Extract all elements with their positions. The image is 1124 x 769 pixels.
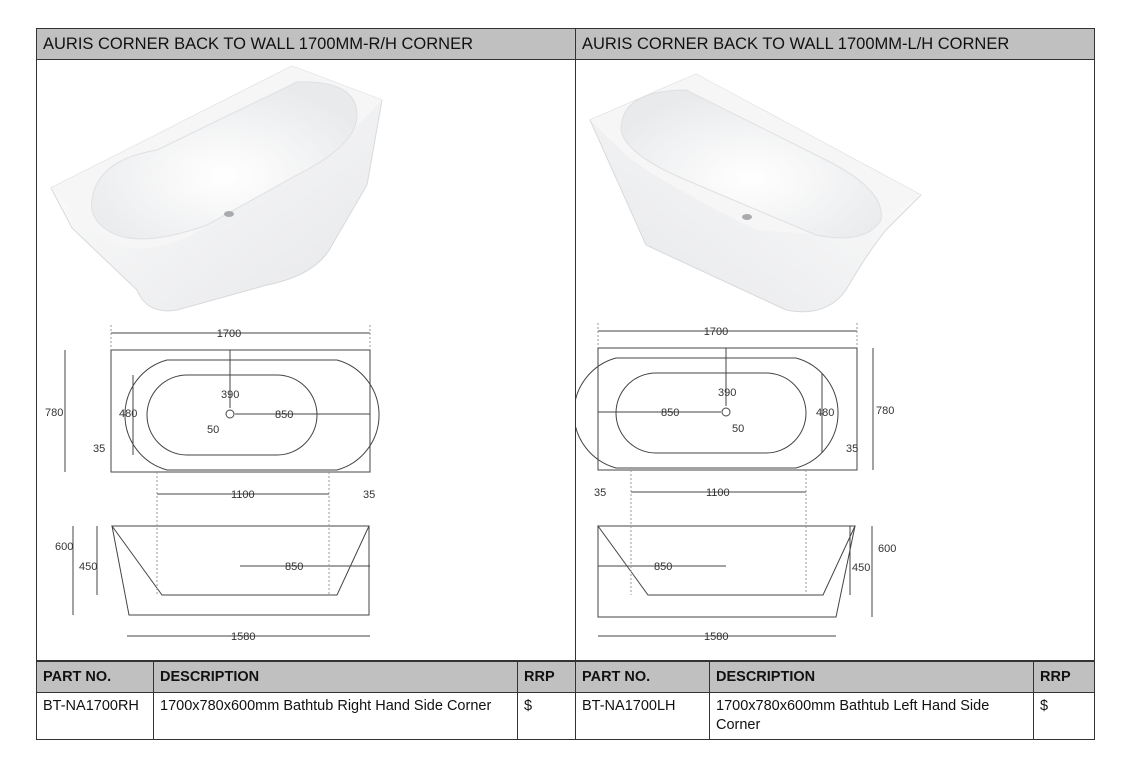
dim-height: 600 [878, 543, 896, 555]
dim-inner-length: 1100 [706, 487, 730, 499]
dim-width: 780 [45, 407, 63, 419]
header-part-no: PART NO. [36, 661, 154, 693]
dim-drain-to-end: 850 [275, 409, 293, 421]
dim-rim-right: 35 [846, 443, 858, 455]
dim-drain-offset: 390 [718, 387, 736, 399]
dim-inner-width: 480 [119, 408, 137, 420]
header-description: DESCRIPTION [153, 661, 518, 693]
rrp-rh: $ [517, 692, 576, 740]
dim-base-length: 1580 [231, 631, 255, 643]
table-row: BT-NA1700RH 1700x780x600mm Bathtub Right… [36, 692, 1095, 740]
dim-inner-length: 1100 [231, 489, 255, 501]
rrp-lh: $ [1033, 692, 1095, 740]
part-no-lh: BT-NA1700LH [575, 692, 710, 740]
description-lh: 1700x780x600mm Bathtub Left Hand Side Co… [709, 692, 1034, 740]
dim-height: 600 [55, 541, 73, 553]
header-rrp: RRP [517, 661, 576, 693]
dim-inner-width: 480 [816, 407, 834, 419]
dim-drain-offset: 390 [221, 389, 239, 401]
dim-rim-right: 35 [363, 489, 375, 501]
dim-rim-left: 35 [594, 487, 606, 499]
product-title-rh: AURIS CORNER BACK TO WALL 1700MM-R/H COR… [36, 28, 576, 60]
dim-drain-to-end: 850 [661, 407, 679, 419]
parts-header-row: PART NO. DESCRIPTION RRP PART NO. DESCRI… [36, 661, 1095, 693]
bathtub-drawing-lh: 1700 780 480 390 850 50 35 35 1100 600 4… [576, 323, 896, 643]
dim-base-length: 1580 [704, 631, 728, 643]
dim-inner-depth: 450 [79, 561, 97, 573]
parts-table: PART NO. DESCRIPTION RRP PART NO. DESCRI… [36, 661, 1095, 740]
dim-drain-dia: 50 [732, 423, 744, 435]
product-title-lh: AURIS CORNER BACK TO WALL 1700MM-L/H COR… [575, 28, 1095, 60]
dim-rim-left: 35 [93, 443, 105, 455]
header-part-no: PART NO. [575, 661, 710, 693]
description-rh: 1700x780x600mm Bathtub Right Hand Side C… [153, 692, 518, 740]
header-rrp: RRP [1033, 661, 1095, 693]
bathtub-photo-rh [50, 65, 383, 312]
dim-inner-depth: 450 [852, 562, 870, 574]
dim-drain-dia: 50 [207, 424, 219, 436]
bathtub-drawing-rh: 1700 780 480 390 850 50 35 35 1100 600 4… [45, 325, 380, 643]
bathtub-photo-lh [589, 73, 922, 313]
dim-length: 1700 [704, 326, 728, 338]
product-visuals-lh: 1700 780 480 390 850 50 35 35 1100 600 4… [575, 59, 1095, 661]
product-visuals-rh: 1700 780 480 390 850 50 35 35 1100 600 4… [36, 59, 576, 661]
dim-width: 780 [876, 405, 894, 417]
dim-drain-to-end-elev: 850 [654, 561, 672, 573]
dim-drain-to-end-elev: 850 [285, 561, 303, 573]
part-no-rh: BT-NA1700RH [36, 692, 154, 740]
spec-sheet: AURIS CORNER BACK TO WALL 1700MM-R/H COR… [36, 28, 1095, 740]
dim-length: 1700 [217, 328, 241, 340]
header-description: DESCRIPTION [709, 661, 1034, 693]
spec-table: AURIS CORNER BACK TO WALL 1700MM-R/H COR… [36, 28, 1095, 661]
